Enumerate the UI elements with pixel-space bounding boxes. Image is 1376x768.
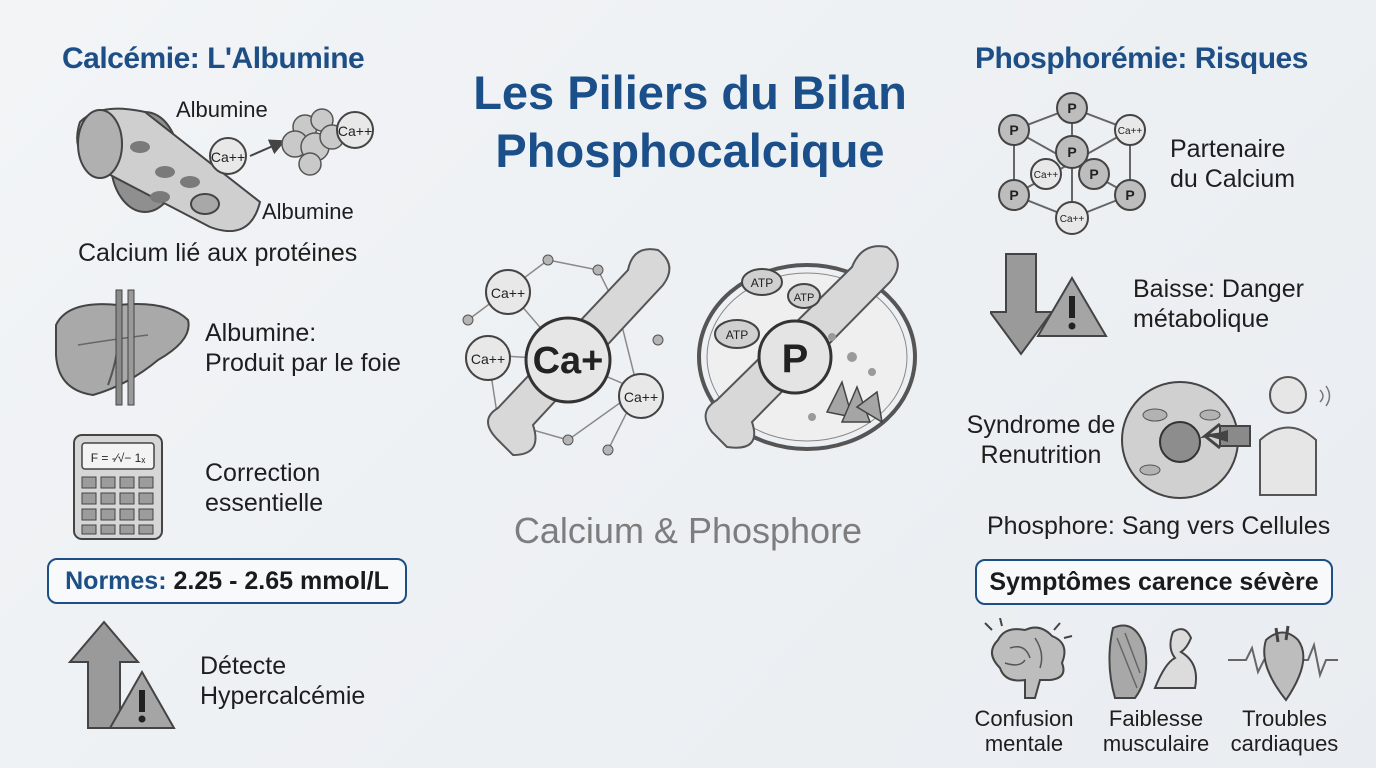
atp-label-2: ATP	[794, 292, 815, 304]
lattice-p-5: P	[1125, 187, 1134, 203]
blood-vessel-albumin-icon: Ca++ Ca++	[76, 107, 374, 232]
liver-icon	[55, 289, 190, 406]
cell-refeeding-icon	[1121, 376, 1331, 499]
symptom-2-line2: musculaire	[1102, 731, 1210, 756]
page-title: Les Piliers du Bilan Phosphocalcique	[420, 64, 960, 180]
symptom-1-label: Confusion mentale	[964, 706, 1084, 756]
calculator-text: Correction essentielle	[205, 458, 323, 518]
title-line1: Les Piliers du Bilan	[473, 66, 907, 119]
lattice-p-4: P	[1089, 166, 1098, 182]
lattice-ca-3: Ca++	[1060, 214, 1085, 225]
symptoms-badge: Symptômes carence sévère	[975, 559, 1333, 605]
symptom-3-line1: Troubles	[1242, 706, 1327, 731]
ion-free-label: Ca++	[211, 149, 245, 165]
calculator-screen: F = -⁄√− 1ₓ	[91, 451, 146, 465]
albumin-caption: Calcium lié aux protéines	[78, 239, 358, 267]
calcium-main-label: Ca+	[533, 340, 604, 382]
atp-label-3: ATP	[726, 328, 748, 342]
drop-line1: Baisse: Danger	[1133, 275, 1304, 303]
symptom-2-line1: Faiblesse	[1108, 706, 1204, 731]
lattice-ca-1: Ca++	[1118, 126, 1143, 137]
norms-value: 2.25 - 2.65 mmol/L	[173, 566, 389, 595]
lattice-text: Partenaire du Calcium	[1170, 134, 1295, 194]
phosphore-bone-icon: ATP ATP ATP P	[697, 245, 917, 451]
crystal-lattice-icon: P P P P P P Ca++ Ca++ Ca++	[998, 92, 1146, 235]
norms-prefix: Normes:	[65, 566, 167, 595]
refeeding-line1: Syndrome de	[966, 411, 1116, 439]
calculator-line1: Correction	[205, 459, 321, 487]
brain-icon	[984, 618, 1073, 699]
calcium-ion-3: Ca++	[624, 389, 658, 405]
calcium-bone-icon: Ca+ Ca++ Ca++ Ca++	[462, 248, 671, 457]
up-arrow-warning-icon	[68, 620, 176, 729]
norms-badge: Normes: 2.25 - 2.65 mmol/L	[47, 558, 407, 604]
calculator-line2: essentielle	[205, 489, 324, 517]
liver-text: Albumine: Produit par le foie	[205, 318, 401, 378]
right-heading: Phosphorémie: Risques	[975, 42, 1308, 75]
lattice-ca-2: Ca++	[1034, 170, 1059, 181]
down-arrow-warning-icon	[990, 253, 1108, 356]
heart-icon	[1228, 625, 1338, 702]
calcium-ion-2: Ca++	[471, 351, 505, 367]
symptom-3-label: Troubles cardiaques	[1222, 706, 1347, 756]
lattice-p-1: P	[1009, 122, 1018, 138]
left-heading: Calcémie: L'Albumine	[62, 42, 365, 75]
detect-line2: Hypercalcémie	[200, 682, 366, 710]
muscle-icon	[1108, 624, 1197, 699]
lattice-p-3: P	[1067, 144, 1076, 160]
refeeding-line2: Renutrition	[980, 441, 1102, 469]
detect-line1: Détecte	[200, 652, 287, 680]
detect-text: Détecte Hypercalcémie	[200, 651, 365, 711]
albumin-label-top: Albumine	[176, 97, 268, 122]
liver-line2: Produit par le foie	[205, 349, 401, 377]
calcium-ion-1: Ca++	[491, 285, 525, 301]
drop-text: Baisse: Danger métabolique	[1133, 274, 1304, 334]
symptom-1-line1: Confusion	[974, 706, 1074, 731]
refeeding-caption: Phosphore: Sang vers Cellules	[987, 512, 1331, 540]
symptom-3-line2: cardiaques	[1230, 731, 1339, 756]
title-line2: Phosphocalcique	[495, 124, 885, 177]
lattice-line1: Partenaire	[1170, 135, 1286, 163]
atp-label-1: ATP	[751, 276, 773, 290]
symptom-2-label: Faiblesse musculaire	[1096, 706, 1216, 756]
symptom-1-line2: mentale	[984, 731, 1064, 756]
drop-line2: métabolique	[1133, 305, 1270, 333]
subtitle: Calcium & Phosphore	[513, 510, 863, 551]
ion-bound-label: Ca++	[338, 123, 372, 139]
lattice-p-6: P	[1009, 187, 1018, 203]
liver-line1: Albumine:	[205, 319, 317, 347]
calculator-icon: F = -⁄√− 1ₓ	[73, 434, 163, 540]
lattice-line2: du Calcium	[1170, 165, 1296, 193]
lattice-p-2: P	[1067, 100, 1076, 116]
albumin-label-bottom: Albumine	[262, 199, 354, 224]
refeeding-text: Syndrome de Renutrition	[962, 410, 1120, 470]
phosphore-main-label: P	[782, 337, 809, 381]
